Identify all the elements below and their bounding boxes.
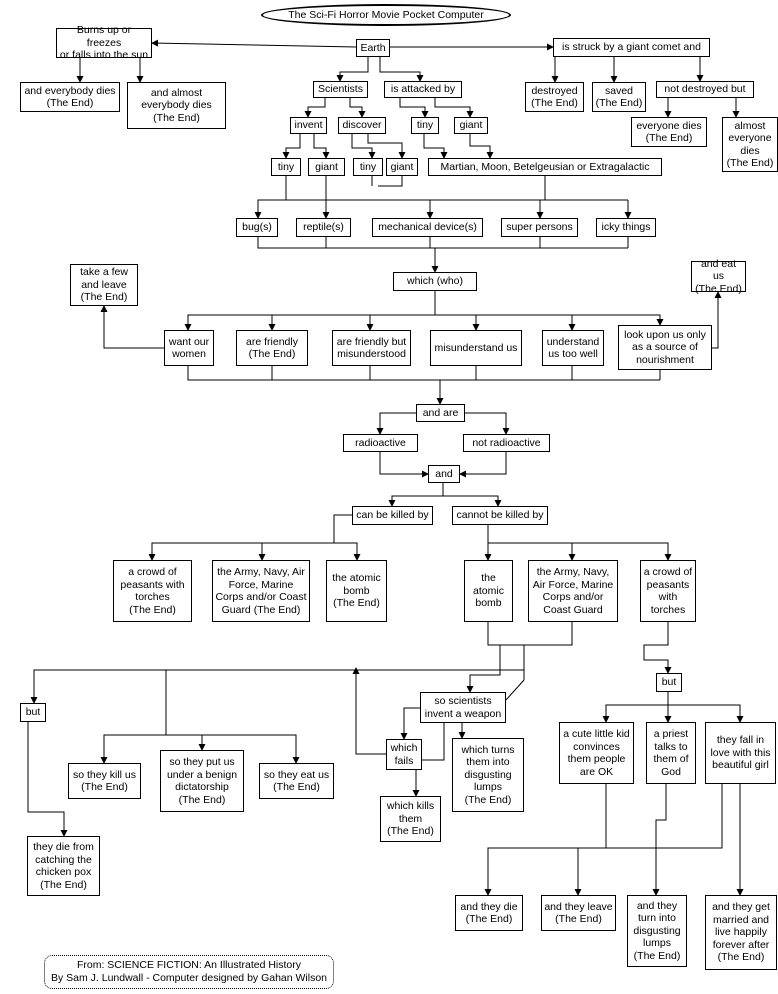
node-and[interactable]: and (428, 465, 460, 483)
credit-box: From: SCIENCE FICTION: An Illustrated Hi… (44, 955, 334, 989)
node-friendly[interactable]: are friendly (The End) (236, 330, 308, 366)
node-they-die[interactable]: and they die (The End) (455, 895, 523, 931)
node-reptiles[interactable]: reptile(s) (296, 218, 351, 237)
node-nourishment[interactable]: look upon us only as a source of nourish… (618, 325, 712, 370)
node-super[interactable]: super persons (501, 218, 578, 237)
node-giant-invent[interactable]: giant (308, 158, 345, 176)
node-destroyed[interactable]: destroyed (The End) (525, 82, 584, 112)
node-eat-us-top[interactable]: and eat us (The End) (691, 258, 746, 295)
chart-title: The Sci-Fi Horror Movie Pocket Computer (261, 4, 511, 26)
node-which-fails[interactable]: which fails (386, 739, 422, 770)
node-peasants[interactable]: a crowd of peasants with torches (640, 560, 696, 622)
node-earth[interactable]: Earth (356, 39, 390, 57)
node-which-turns[interactable]: which turns them into disgusting lumps (… (452, 738, 524, 812)
node-mechanical[interactable]: mechanical device(s) (372, 218, 483, 237)
node-misunderstand[interactable]: misunderstand us (430, 330, 522, 366)
node-icky[interactable]: icky things (596, 218, 656, 237)
node-giant-attack[interactable]: giant (454, 117, 488, 134)
node-fall-love[interactable]: they fall in love with this beautiful gi… (705, 722, 776, 784)
node-but-right[interactable]: but (656, 673, 682, 692)
node-cannot-be-killed[interactable]: cannot be killed by (452, 506, 548, 525)
node-radioactive[interactable]: radioactive (343, 434, 418, 452)
node-not-radioactive[interactable]: not radioactive (463, 434, 550, 452)
node-which-who[interactable]: which (who) (393, 272, 477, 291)
node-saved[interactable]: saved (The End) (592, 82, 646, 112)
node-discover[interactable]: discover (338, 117, 386, 134)
node-burns[interactable]: Burns up or freezes or falls into the su… (56, 24, 152, 61)
node-kill-us[interactable]: so they kill us (The End) (68, 763, 141, 799)
node-giant-discover[interactable]: giant (386, 158, 418, 176)
node-comet[interactable]: is struck by a giant comet and (553, 38, 710, 57)
node-and-are[interactable]: and are (416, 404, 465, 422)
node-attacked[interactable]: is attacked by (384, 81, 462, 98)
node-chicken-pox[interactable]: they die from catching the chicken pox (… (27, 836, 100, 896)
node-but-left[interactable]: but (20, 703, 46, 722)
node-take-few[interactable]: take a few and leave (The End) (70, 264, 138, 306)
node-they-leave[interactable]: and they leave (The End) (541, 895, 616, 931)
node-martian[interactable]: Martian, Moon, Betelgeusian or Extragala… (428, 158, 662, 176)
node-army-end[interactable]: the Army, Navy, Air Force, Marine Corps … (212, 560, 310, 622)
node-peasants-end[interactable]: a crowd of peasants with torches (The En… (113, 560, 192, 622)
credit-line-1: From: SCIENCE FICTION: An Illustrated Hi… (76, 959, 302, 971)
node-tiny-attack[interactable]: tiny (411, 117, 439, 134)
node-invent[interactable]: invent (290, 117, 327, 134)
node-everyone-dies[interactable]: everyone dies (The End) (631, 117, 707, 147)
node-friendly-misunderstood[interactable]: are friendly but misunderstood (332, 330, 411, 366)
node-tiny-discover[interactable]: tiny (353, 158, 383, 176)
node-married[interactable]: and they get married and live happily fo… (705, 895, 777, 970)
node-dictatorship[interactable]: so they put us under a benign dictatorsh… (160, 750, 244, 812)
node-not-destroyed[interactable]: not destroyed but (656, 81, 754, 98)
node-want-women[interactable]: want our women (164, 330, 214, 366)
node-almost-dies[interactable]: and almost everybody dies (The End) (127, 82, 226, 129)
node-eat-us[interactable]: so they eat us (The End) (259, 763, 334, 799)
node-which-kills[interactable]: which kills them (The End) (380, 796, 441, 842)
credit-line-2: By Sam J. Lundwall - Computer designed b… (50, 972, 328, 984)
node-priest[interactable]: a priest talks to them of God (646, 722, 696, 784)
node-can-be-killed[interactable]: can be killed by (352, 506, 433, 525)
node-turn-lumps[interactable]: and they turn into disgusting lumps (The… (627, 895, 687, 967)
node-army[interactable]: the Army, Navy, Air Force, Marine Corps … (528, 560, 618, 622)
node-everybody-dies[interactable]: and everybody dies (The End) (20, 82, 120, 112)
node-scientists[interactable]: Scientists (313, 81, 368, 98)
node-bomb[interactable]: the atomic bomb (464, 560, 513, 622)
node-tiny-invent[interactable]: tiny (271, 158, 301, 176)
node-kid[interactable]: a cute little kid convinces them people … (559, 722, 634, 784)
node-scientists-weapon[interactable]: so scientists invent a weapon (420, 692, 506, 723)
node-almost-everyone[interactable]: almost everyone dies (The End) (722, 117, 778, 172)
node-bomb-end[interactable]: the atomic bomb (The End) (326, 560, 387, 622)
node-understand[interactable]: understand us too well (542, 330, 604, 366)
node-bugs[interactable]: bug(s) (236, 218, 278, 237)
